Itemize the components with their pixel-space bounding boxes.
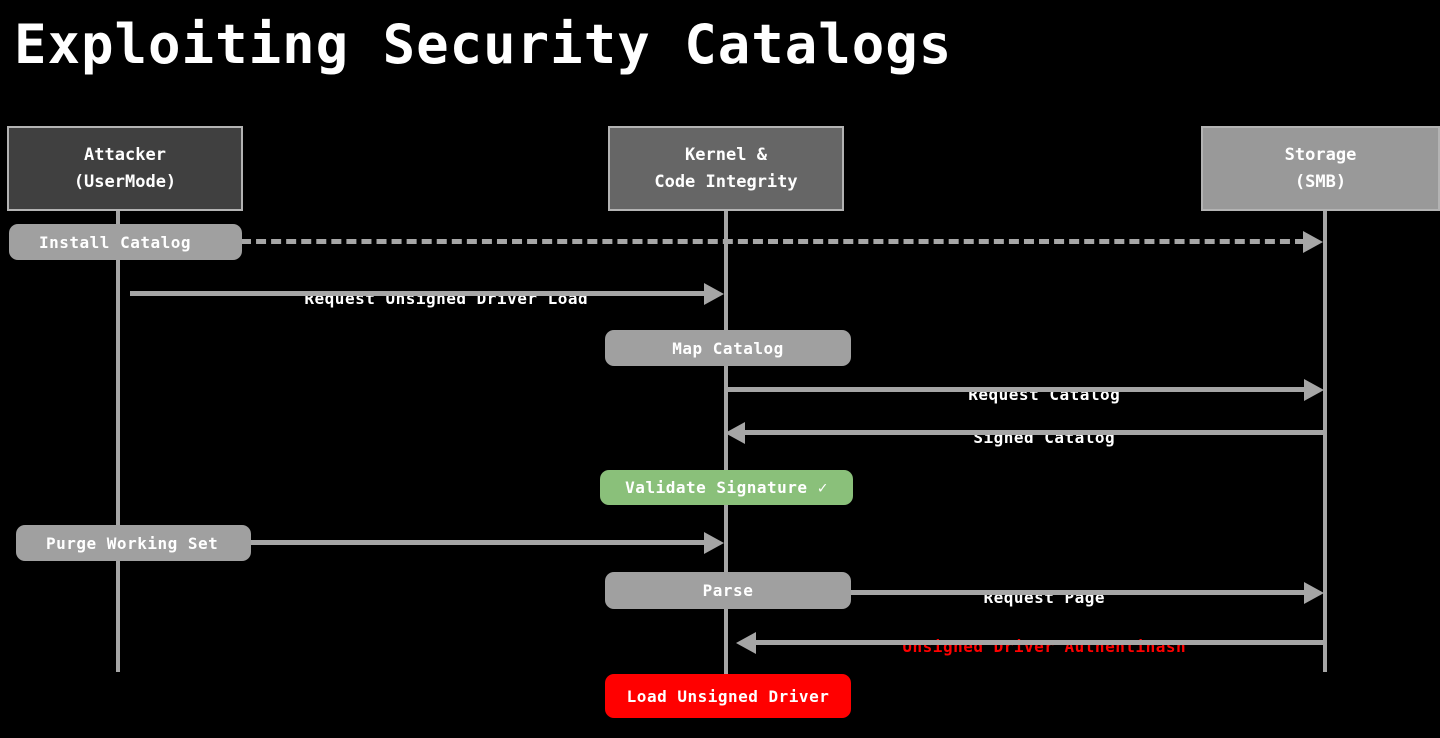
message-line-purge-working-set xyxy=(248,540,706,545)
message-label-request-unsigned-load: Request Unsigned Driver Load xyxy=(130,270,722,327)
message-label-signed-catalog: Signed Catalog xyxy=(728,409,1320,466)
arrowhead-unsigned-authentihash xyxy=(736,632,756,654)
arrowhead-request-catalog xyxy=(1304,379,1324,401)
note-load-unsigned-driver[interactable]: Load Unsigned Driver xyxy=(605,674,851,718)
arrowhead-install-catalog xyxy=(1303,231,1323,253)
participant-attacker-line2: (UserMode) xyxy=(73,171,177,192)
note-load-unsigned-driver-label: Load Unsigned Driver xyxy=(626,686,830,706)
arrowhead-request-page xyxy=(1304,582,1324,604)
note-map-catalog-label: Map Catalog xyxy=(672,338,784,358)
lifeline-kernel xyxy=(724,210,728,690)
note-parse[interactable]: Parse xyxy=(605,572,851,609)
message-line-unsigned-authentihash xyxy=(755,640,1325,645)
message-label-unsigned-authentihash: Unsigned Driver Authentihash xyxy=(728,618,1320,675)
note-install-catalog[interactable]: Install Catalog xyxy=(9,224,242,260)
participant-storage-line1: Storage xyxy=(1284,144,1357,165)
note-purge-working-set-label: Purge Working Set xyxy=(46,533,219,553)
note-validate-signature[interactable]: Validate Signature ✓ xyxy=(600,470,853,505)
lifeline-attacker xyxy=(116,210,120,672)
participant-attacker-line1: Attacker xyxy=(84,144,166,165)
note-install-catalog-label: Install Catalog xyxy=(39,232,191,252)
arrowhead-request-unsigned-load xyxy=(704,283,724,305)
participant-kernel[interactable]: Kernel & Code Integrity xyxy=(608,126,844,211)
note-parse-label: Parse xyxy=(702,581,754,600)
page-title: Exploiting Security Catalogs xyxy=(14,13,953,76)
message-line-install-catalog xyxy=(241,239,1305,244)
note-purge-working-set[interactable]: Purge Working Set xyxy=(16,525,251,561)
note-map-catalog[interactable]: Map Catalog xyxy=(605,330,851,366)
message-line-request-page xyxy=(728,590,1306,595)
arrowhead-purge-working-set xyxy=(704,532,724,554)
message-line-request-catalog xyxy=(728,387,1306,392)
participant-kernel-line2: Code Integrity xyxy=(654,171,798,192)
message-line-request-unsigned-load xyxy=(130,291,706,296)
message-line-signed-catalog xyxy=(743,430,1325,435)
lifeline-storage xyxy=(1323,210,1327,672)
participant-kernel-line1: Kernel & xyxy=(685,144,767,165)
participant-storage-line2: (SMB) xyxy=(1294,171,1347,192)
participant-storage[interactable]: Storage (SMB) xyxy=(1201,126,1440,211)
note-validate-signature-label: Validate Signature ✓ xyxy=(625,478,828,497)
arrowhead-signed-catalog xyxy=(725,422,745,444)
participant-attacker[interactable]: Attacker (UserMode) xyxy=(7,126,243,211)
